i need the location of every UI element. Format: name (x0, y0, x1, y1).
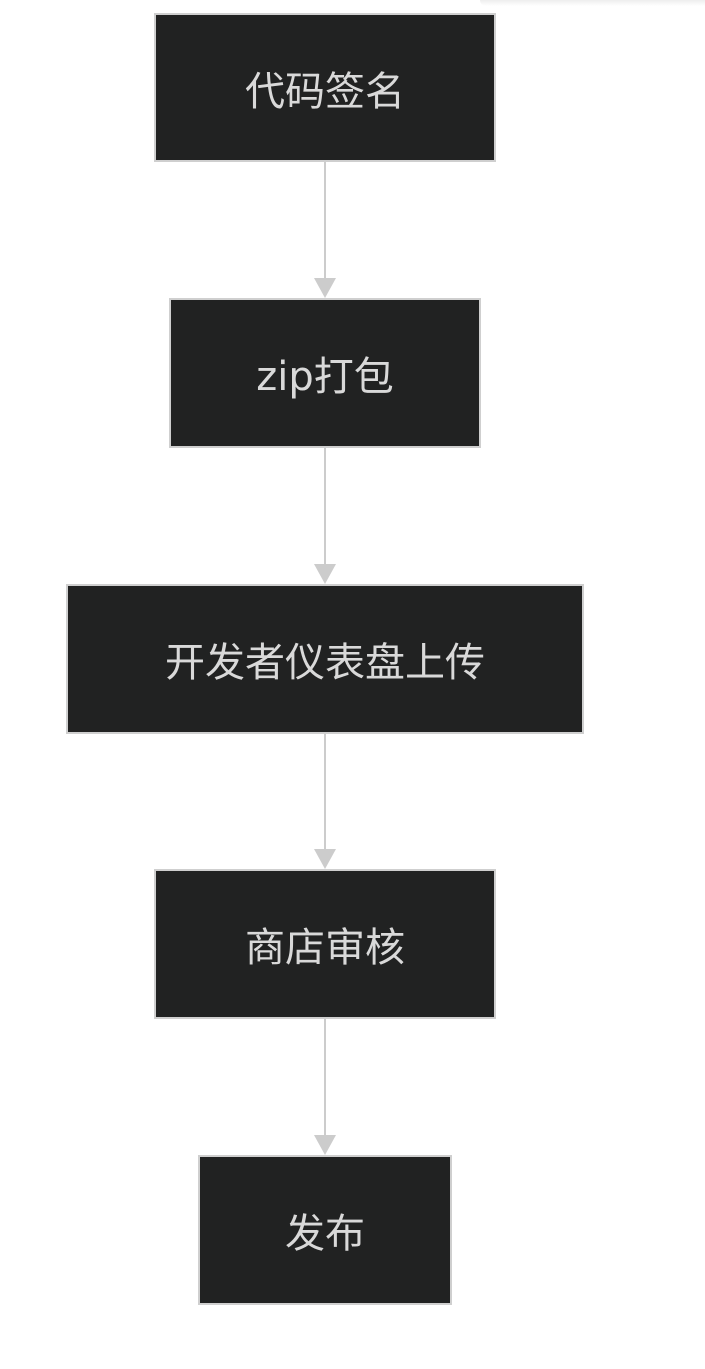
node-dashboard-upload[interactable]: 开发者仪表盘上传 (66, 584, 584, 734)
node-label: 发布 (285, 1211, 365, 1257)
node-zip-packaging[interactable]: zip打包 (169, 298, 481, 448)
node-label: 代码签名 (245, 68, 405, 115)
node-label: 开发者仪表盘上传 (165, 640, 485, 686)
top-edge-shadow (480, 0, 705, 6)
node-store-review[interactable]: 商店审核 (154, 869, 496, 1019)
node-label: zip打包 (256, 354, 394, 400)
node-publish[interactable]: 发布 (198, 1155, 452, 1305)
arrowhead-icon (314, 1135, 336, 1155)
arrowhead-icon (314, 564, 336, 584)
node-label: 商店审核 (245, 925, 405, 971)
arrowhead-icon (314, 278, 336, 298)
node-code-signing[interactable]: 代码签名 (154, 13, 496, 162)
edge-2-3 (314, 448, 336, 584)
arrowhead-icon (314, 849, 336, 869)
edge-3-4 (314, 734, 336, 869)
edge-4-5 (314, 1019, 336, 1155)
edge-1-2 (314, 162, 336, 298)
